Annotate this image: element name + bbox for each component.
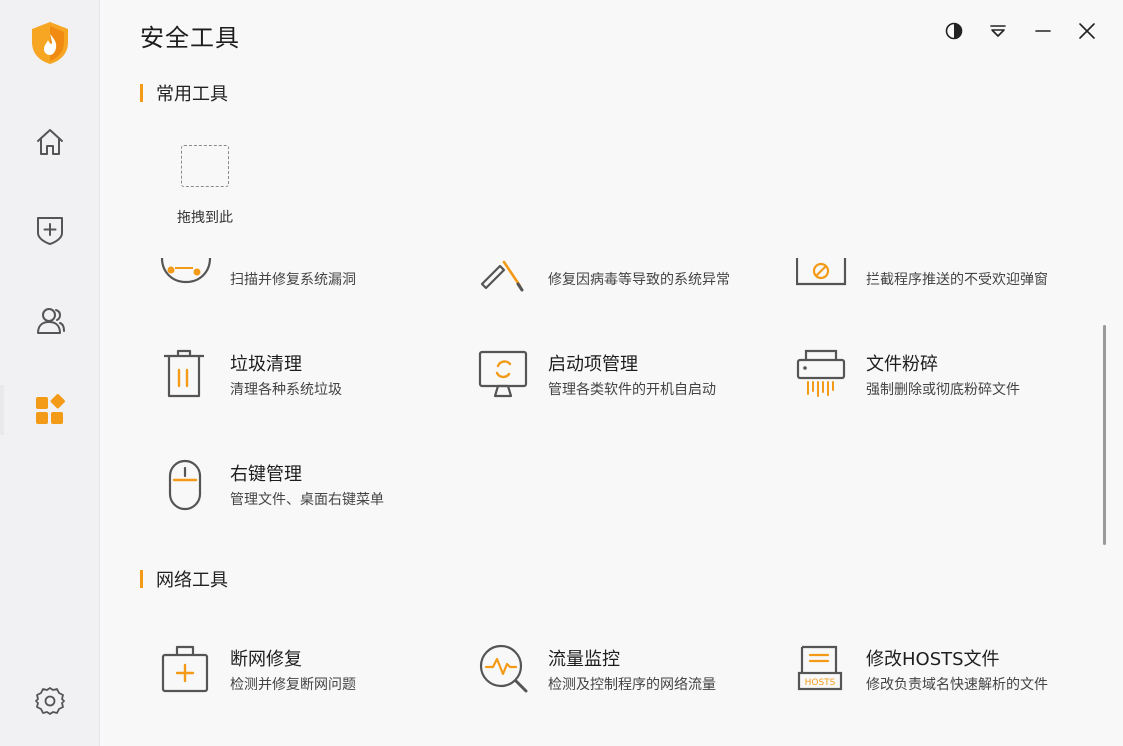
- section-title: 网络工具: [156, 570, 228, 591]
- section-accent-bar: [140, 570, 143, 588]
- apps-icon: [33, 394, 67, 432]
- tool-startup-manager[interactable]: 启动项管理 管理各类软件的开机自启动: [478, 348, 778, 408]
- section-network-tools: 网络工具: [140, 566, 228, 592]
- svg-text:HOSTS: HOSTS: [805, 678, 836, 688]
- tool-name: 流量监控: [548, 649, 620, 670]
- theme-icon: [944, 21, 964, 45]
- first-aid-kit-icon: [160, 643, 216, 699]
- tool-traffic-monitor[interactable]: 流量监控 检测及控制程序的网络流量: [478, 643, 778, 703]
- tool-hosts-edit[interactable]: HOSTS 修改HOSTS文件 修改负责域名快速解析的文件: [796, 643, 1096, 703]
- tool-desc: 清理各种系统垃圾: [230, 382, 342, 398]
- minimize-icon: [1033, 21, 1053, 45]
- shredder-icon: [796, 348, 852, 404]
- home-icon: [33, 125, 67, 163]
- menu-button[interactable]: [987, 22, 1009, 44]
- tool-name: 垃圾清理: [230, 354, 302, 375]
- tool-vuln-fix[interactable]: 扫描并修复系统漏洞: [160, 238, 460, 298]
- tool-desc: 检测并修复断网问题: [230, 677, 356, 693]
- sidebar-item-home[interactable]: [30, 124, 70, 164]
- popup-block-icon: [795, 238, 852, 294]
- settings-icon: [33, 684, 67, 722]
- shield-plus-icon: [33, 213, 67, 251]
- mouse-icon: [160, 458, 216, 514]
- tool-system-repair[interactable]: 修复因病毒等导致的系统异常: [478, 238, 778, 298]
- startup-monitor-icon: [478, 348, 534, 404]
- sidebar-item-settings[interactable]: [30, 683, 70, 723]
- sidebar-active-indicator: [0, 385, 4, 435]
- tool-name: 文件粉碎: [866, 354, 938, 375]
- section-accent-bar: [140, 84, 143, 102]
- sidebar-item-tools[interactable]: [30, 393, 70, 433]
- tool-desc: 扫描并修复系统漏洞: [230, 272, 356, 288]
- tool-desc: 拦截程序推送的不受欢迎弹窗: [866, 272, 1048, 288]
- tool-context-menu[interactable]: 右键管理 管理文件、桌面右键菜单: [160, 458, 460, 518]
- tool-desc: 修复因病毒等导致的系统异常: [548, 272, 730, 288]
- vuln-scan-icon: [160, 238, 216, 294]
- tool-file-shred[interactable]: 文件粉碎 强制删除或彻底粉碎文件: [796, 348, 1096, 408]
- tool-name: 断网修复: [230, 649, 302, 670]
- traffic-monitor-icon: [478, 643, 534, 699]
- tool-desc: 管理各类软件的开机自启动: [548, 382, 716, 398]
- drag-drop-zone[interactable]: 拖拽到此: [172, 145, 238, 233]
- users-icon: [33, 303, 67, 341]
- tool-name: 启动项管理: [548, 354, 638, 375]
- tool-desc: 修改负责域名快速解析的文件: [866, 677, 1048, 693]
- close-button[interactable]: [1076, 22, 1098, 44]
- page-title: 安全工具: [140, 24, 240, 52]
- sidebar-item-protection[interactable]: [30, 212, 70, 252]
- menu-icon: [988, 21, 1008, 45]
- sidebar-item-users[interactable]: [30, 302, 70, 342]
- tool-desc: 检测及控制程序的网络流量: [548, 677, 716, 693]
- trash-icon: [160, 348, 216, 404]
- tool-junk-clean[interactable]: 垃圾清理 清理各种系统垃圾: [160, 348, 460, 408]
- close-icon: [1077, 21, 1097, 45]
- tool-network-repair[interactable]: 断网修复 检测并修复断网问题: [160, 643, 460, 703]
- tool-name: 修改HOSTS文件: [866, 649, 1000, 670]
- sidebar: [0, 0, 100, 746]
- section-common-tools: 常用工具: [140, 80, 228, 106]
- drop-label: 拖拽到此: [177, 210, 233, 226]
- theme-toggle-button[interactable]: [943, 22, 965, 44]
- tool-desc: 管理文件、桌面右键菜单: [230, 492, 384, 508]
- repair-tools-icon: [478, 238, 534, 294]
- tool-popup-block[interactable]: 拦截程序推送的不受欢迎弹窗: [795, 238, 1096, 298]
- section-title: 常用工具: [156, 84, 228, 105]
- minimize-button[interactable]: [1032, 22, 1054, 44]
- vertical-scrollbar[interactable]: [1103, 325, 1106, 545]
- tool-desc: 强制删除或彻底粉碎文件: [866, 382, 1020, 398]
- tool-name: 右键管理: [230, 464, 302, 485]
- app-logo: [28, 20, 72, 66]
- hosts-file-icon: HOSTS: [796, 643, 852, 699]
- drop-target-icon: [181, 145, 229, 187]
